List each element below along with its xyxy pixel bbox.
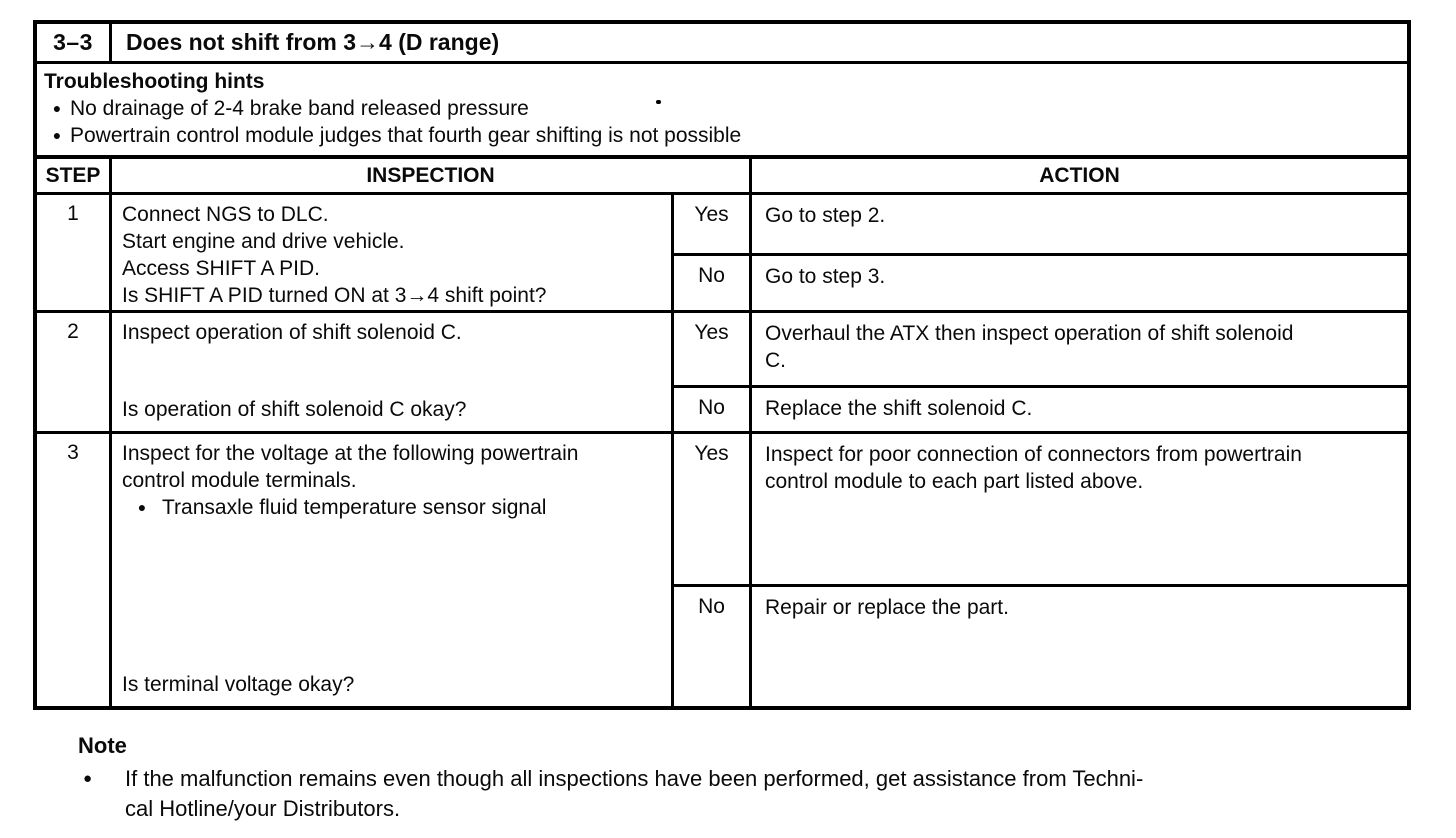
- hint-text: No drainage of 2-4 brake band released p…: [70, 96, 529, 120]
- yes-branch: Yes Overhaul the ATX then inspect operat…: [674, 313, 1407, 386]
- bullet-icon: ●: [137, 499, 147, 516]
- bullet-icon: ●: [52, 126, 62, 143]
- inspection-bullet-item: ● Transaxle fluid temperature sensor sig…: [122, 494, 661, 521]
- hint-text: Powertrain control module judges that fo…: [70, 123, 742, 147]
- table-row: 3 Inspect for the voltage at the followi…: [37, 434, 1407, 706]
- action-text: Go to step 3.: [765, 265, 886, 289]
- no-label: No: [674, 256, 752, 311]
- no-branch: No Replace the shift solenoid C.: [674, 385, 1407, 432]
- hints-heading: Troubleshooting hints: [44, 69, 265, 93]
- bullet-icon: ●: [83, 770, 93, 787]
- inspection-question: Is terminal voltage okay?: [122, 673, 355, 696]
- column-header-action: ACTION: [1039, 163, 1120, 187]
- no-branch: No Go to step 3.: [674, 253, 1407, 311]
- no-label: No: [674, 388, 752, 432]
- inspection-bullet-text: Transaxle fluid temperature sensor signa…: [162, 496, 547, 520]
- column-header-inspection: INSPECTION: [112, 159, 752, 193]
- yes-label: Yes: [674, 313, 752, 386]
- action-text: Replace the shift solenoid C.: [765, 397, 1033, 421]
- step-number: 3: [37, 434, 112, 706]
- step-number: 1: [37, 195, 112, 311]
- action-text: Overhaul the ATX then inspect operation …: [765, 322, 1294, 373]
- action-text: Go to step 2.: [765, 204, 886, 228]
- section-id: 3–3: [37, 24, 112, 61]
- note-text: If the malfunction remains even though a…: [125, 766, 1144, 821]
- inspection-text: Connect NGS to DLC. Start engine and dri…: [122, 203, 547, 308]
- yes-label: Yes: [674, 434, 752, 585]
- step-number: 2: [37, 313, 112, 432]
- action-text: Inspect for poor connection of connector…: [765, 443, 1302, 494]
- section-title-row: 3–3 Does not shift from 3→4 (D range): [37, 24, 1407, 64]
- column-header-step: STEP: [37, 159, 112, 193]
- no-label: No: [674, 587, 752, 706]
- scan-artifact-dot: [656, 100, 661, 104]
- inspection-text: Inspect for the voltage at the following…: [122, 442, 579, 493]
- action-text: Repair or replace the part.: [765, 596, 1009, 620]
- section-title: Does not shift from 3→4 (D range): [126, 28, 500, 55]
- inspection-question: Is operation of shift solenoid C okay?: [122, 398, 467, 422]
- table-row: 2 Inspect operation of shift solenoid C.…: [37, 313, 1407, 435]
- hint-item: ● Powertrain control module judges that …: [44, 122, 1401, 149]
- inspection-text: Inspect operation of shift solenoid C.: [122, 321, 462, 345]
- yes-branch: Yes Inspect for poor connection of conne…: [674, 434, 1407, 585]
- yes-branch: Yes Go to step 2.: [674, 195, 1407, 254]
- note-heading: Note: [78, 733, 127, 758]
- troubleshooting-hints: Troubleshooting hints ● No drainage of 2…: [37, 64, 1407, 160]
- no-branch: No Repair or replace the part.: [674, 584, 1407, 706]
- yes-label: Yes: [674, 195, 752, 254]
- table-row: 1 Connect NGS to DLC. Start engine and d…: [37, 195, 1407, 314]
- note-item: ● If the malfunction remains even though…: [78, 764, 1408, 824]
- note-block: Note ● If the malfunction remains even t…: [78, 732, 1408, 824]
- hint-item: ● No drainage of 2-4 brake band released…: [44, 95, 1401, 122]
- table-header-row: STEP INSPECTION ACTION: [37, 159, 1407, 196]
- troubleshooting-table: 3–3 Does not shift from 3→4 (D range) Tr…: [33, 20, 1411, 710]
- bullet-icon: ●: [52, 99, 62, 116]
